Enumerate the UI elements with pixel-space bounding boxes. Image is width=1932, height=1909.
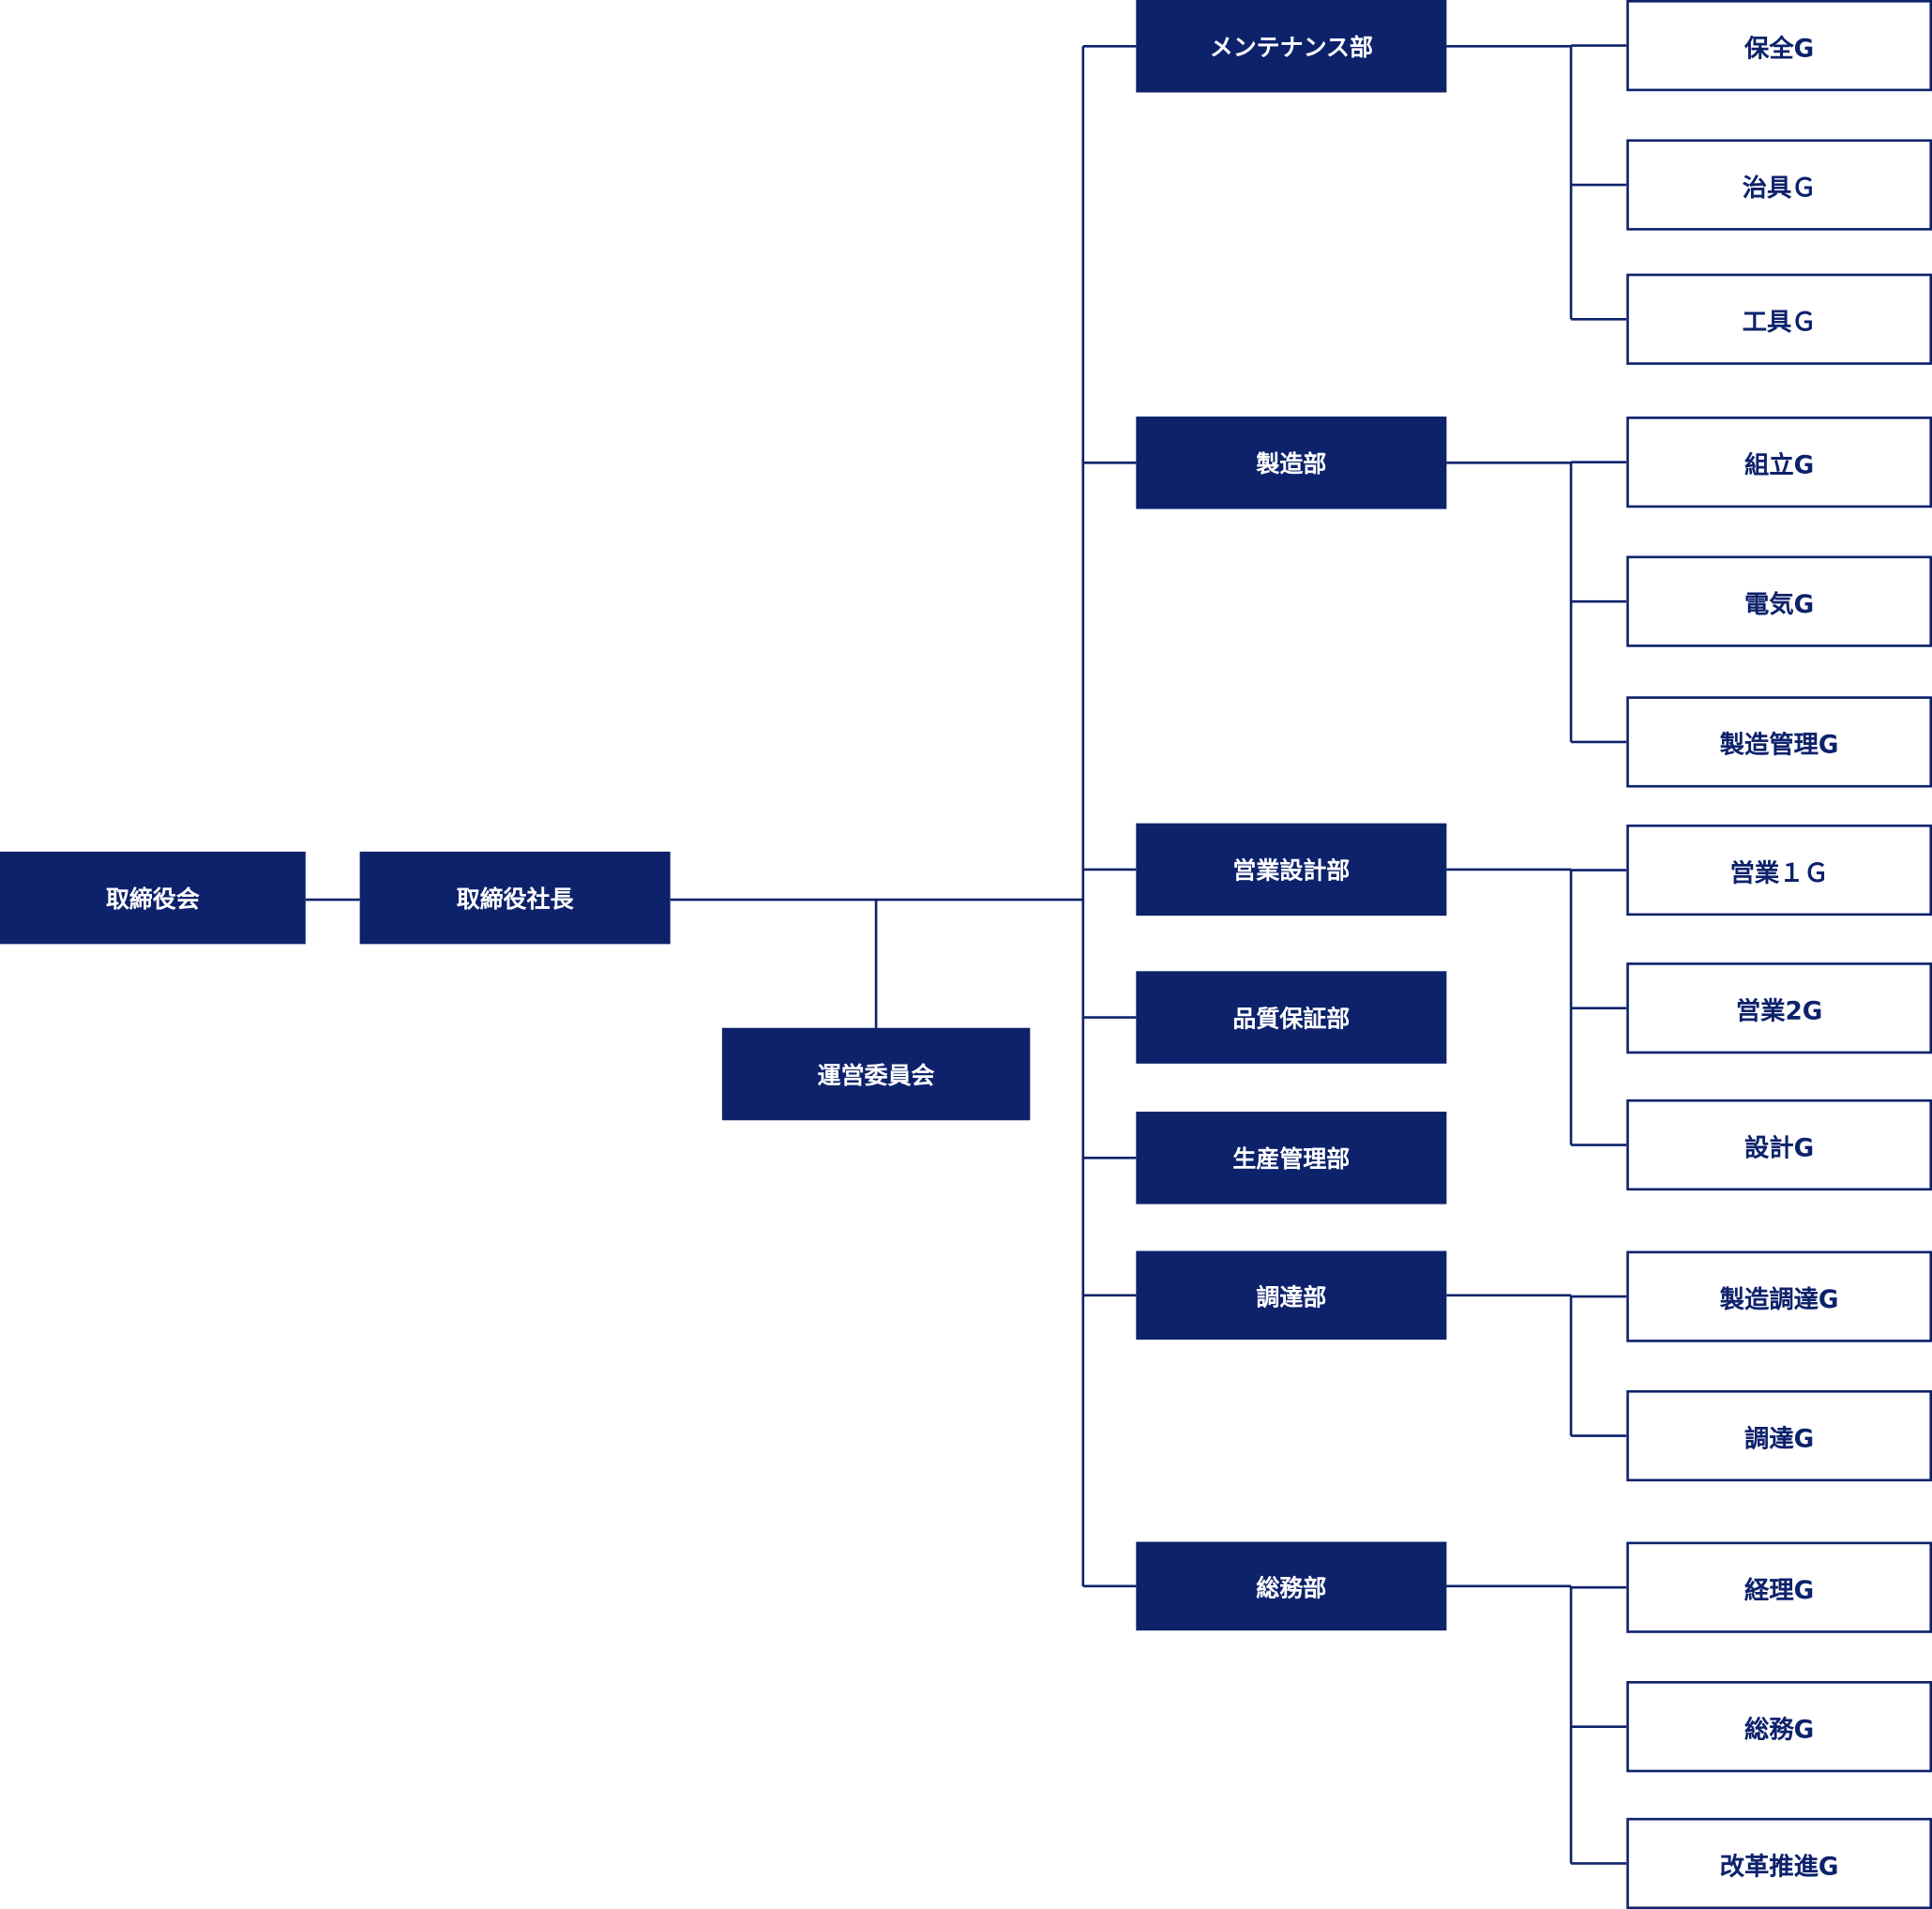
group-box-sales-design-1: 営業2G [1626, 962, 1932, 1054]
dept-box-manufacturing: 製造部 [1136, 417, 1447, 509]
group-box-sales-design-2: 設計G [1626, 1098, 1932, 1191]
group-box-maintenance-2: 工具Ｇ [1626, 273, 1932, 365]
group-box-procurement-0: 製造調達G [1626, 1250, 1932, 1342]
dept-box-maintenance: メンテナンス部 [1136, 0, 1447, 93]
board-box: 取締役会 [0, 851, 306, 945]
group-box-general-affairs-2: 改革推進G [1626, 1817, 1932, 1909]
president-box: 取締役社長 [359, 851, 671, 945]
dept-box-sales-design: 営業設計部 [1136, 823, 1447, 917]
group-box-manufacturing-1: 電気G [1626, 555, 1932, 647]
committee-box: 運営委員会 [721, 1027, 1031, 1121]
dept-box-general-affairs: 総務部 [1136, 1541, 1447, 1631]
group-box-procurement-1: 調達G [1626, 1389, 1932, 1482]
group-box-manufacturing-2: 製造管理G [1626, 696, 1932, 788]
group-box-manufacturing-0: 組立G [1626, 417, 1932, 508]
group-box-maintenance-1: 治具Ｇ [1626, 139, 1932, 231]
group-box-maintenance-0: 保全G [1626, 0, 1932, 92]
group-box-general-affairs-1: 総務G [1626, 1681, 1932, 1773]
dept-box-procurement: 調達部 [1136, 1250, 1447, 1341]
group-box-general-affairs-0: 経理G [1626, 1541, 1932, 1633]
dept-box-production-control: 生産管理部 [1136, 1112, 1447, 1204]
group-box-sales-design-0: 営業１Ｇ [1626, 824, 1932, 917]
dept-box-quality: 品質保証部 [1136, 971, 1447, 1064]
